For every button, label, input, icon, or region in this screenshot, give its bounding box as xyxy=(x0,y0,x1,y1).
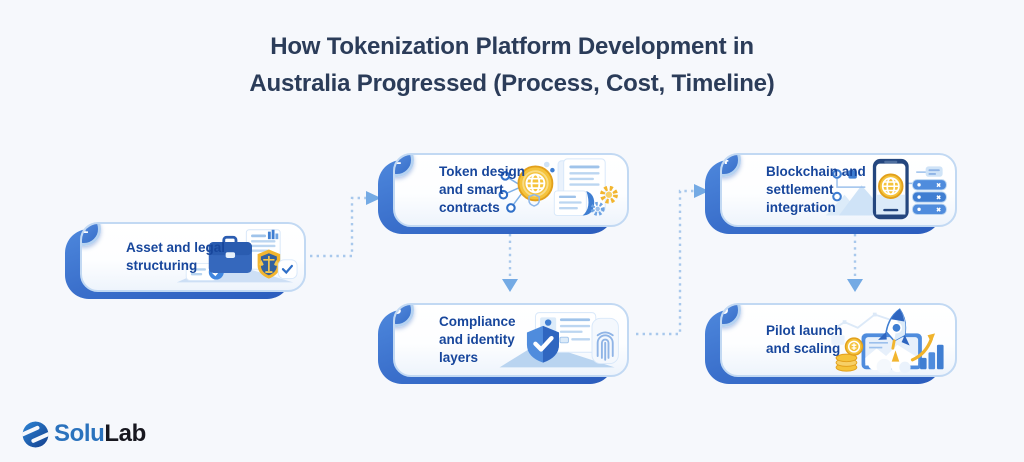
connector-3-4 xyxy=(636,189,694,336)
step-3-number-badge: 3 xyxy=(393,303,414,327)
step-3-label: Compliance and identity layers xyxy=(439,314,516,365)
solulab-logo: SoluLab xyxy=(22,418,146,450)
page-title-line2: Australia Progressed (Process, Cost, Tim… xyxy=(249,70,775,97)
step-1-label: Asset and legal structuring xyxy=(126,240,226,273)
solulab-sphere-icon xyxy=(22,421,49,448)
arrowhead-2-3-icon xyxy=(502,279,518,292)
step-2-label: Token design and smart contracts xyxy=(439,164,526,215)
step-2-number: 2 xyxy=(393,153,402,168)
arrowhead-1-2-icon xyxy=(366,191,381,205)
gold-globe-coin-network-contract-gears-icon xyxy=(495,157,623,223)
step-5-number-badge: 5 xyxy=(720,303,741,327)
step-4-number: 4 xyxy=(720,153,729,168)
step-1-number-badge: 1 xyxy=(80,222,101,246)
page-title-line1: How Tokenization Platform Development in xyxy=(270,33,754,60)
connector-1-2 xyxy=(310,196,366,258)
card-4-face: Blockchain and settlement integration xyxy=(720,153,957,227)
logo-text-solu: Solu xyxy=(54,420,105,447)
logo-text-lab: Lab xyxy=(104,420,146,447)
arrowhead-4-5-icon xyxy=(847,279,863,292)
step-card-5: Pilot launch and scaling xyxy=(705,303,957,384)
card-5-face: Pilot launch and scaling xyxy=(720,303,957,377)
step-3-number: 3 xyxy=(393,303,402,318)
step-card-3: Compliance and identity layers xyxy=(378,303,629,384)
phone-gold-coin-server-stack-network-icon xyxy=(823,157,951,223)
step-4-number-badge: 4 xyxy=(720,153,741,177)
card-2-face: Token design and smart contracts xyxy=(393,153,629,227)
step-2-number-badge: 2 xyxy=(393,153,414,177)
briefcase-legal-shield-scales-documents-check-icon xyxy=(172,226,300,288)
step-5-label: Pilot launch and scaling xyxy=(766,323,843,356)
card-3-face: Compliance and identity layers xyxy=(393,303,629,377)
step-card-1: Asset and legal structuring xyxy=(65,222,306,299)
rocket-launch-coins-growth-bars-icon xyxy=(823,307,951,374)
card-1-face: Asset and legal structuring xyxy=(80,222,306,292)
step-card-2: Token design and smart contracts xyxy=(378,153,629,234)
page-title: How Tokenization Platform Development in… xyxy=(0,28,1024,102)
shield-check-id-card-fingerprint-icon xyxy=(495,307,623,373)
step-4-label: Blockchain and settlement integration xyxy=(766,164,866,215)
step-card-4: Blockchain and settlement integration xyxy=(705,153,957,234)
step-1-number: 1 xyxy=(80,222,89,237)
step-5-number: 5 xyxy=(720,303,729,318)
arrowhead-3-4-icon xyxy=(694,184,709,198)
